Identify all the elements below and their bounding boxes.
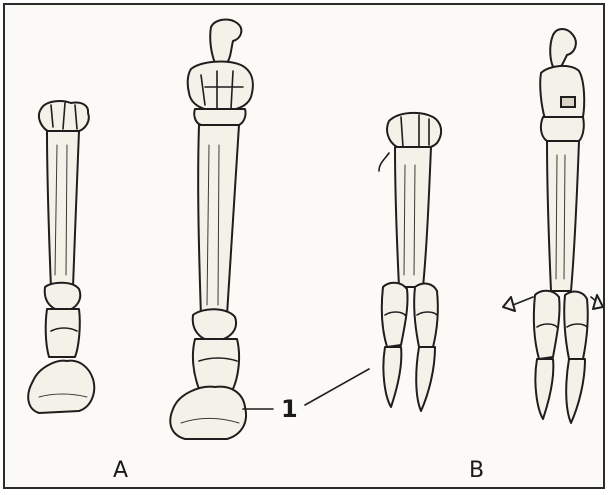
group-a-bone-1: [28, 101, 94, 413]
group-a-bone-2: [170, 20, 253, 439]
group-b-bone-1: [379, 113, 441, 411]
label-group-a: A: [113, 458, 128, 483]
figure-frame: A B 1: [3, 3, 605, 489]
label-group-b: B: [469, 458, 484, 483]
label-callout-1: 1: [281, 395, 298, 423]
bone-diagram: A B 1: [5, 5, 603, 487]
callout-1-leaders: [243, 369, 369, 409]
group-b-bone-2: [503, 29, 603, 423]
